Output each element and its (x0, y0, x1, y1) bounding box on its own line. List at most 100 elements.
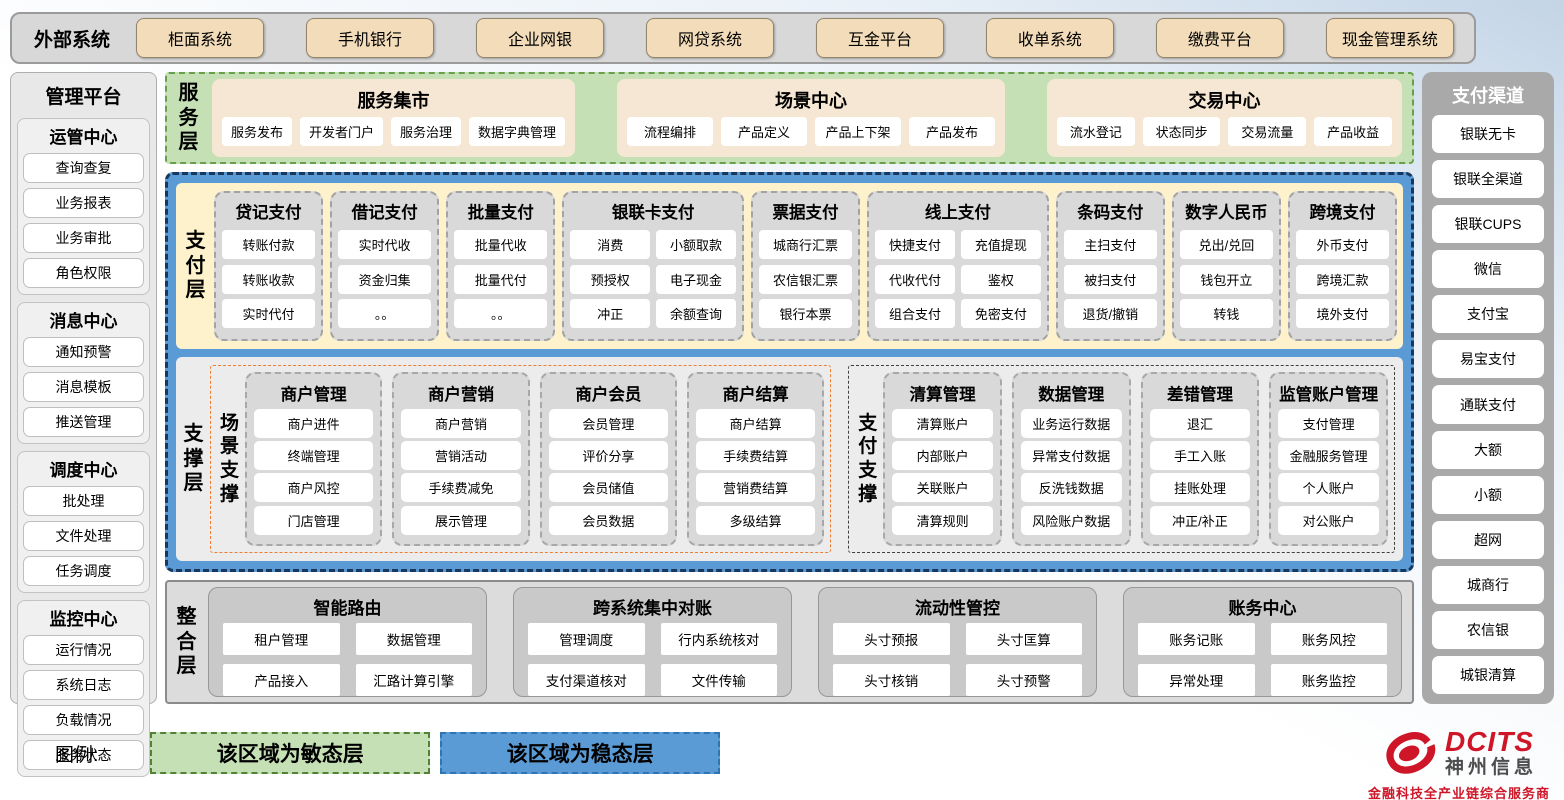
management-item-button[interactable]: 业务报表 (23, 188, 144, 218)
service-item-button[interactable]: 流水登记 (1056, 117, 1135, 147)
external-system-button[interactable]: 企业网银 (475, 18, 604, 58)
management-item-button[interactable]: 任务调度 (23, 556, 144, 586)
integration-item-button[interactable]: 账务记账 (1138, 623, 1255, 655)
payment-item-button[interactable]: 境外支付 (1295, 298, 1390, 328)
payment-item-button[interactable]: 跨境汇款 (1295, 264, 1390, 294)
integration-item-button[interactable]: 行内系统核对 (660, 623, 777, 655)
payment-item-button[interactable]: 消费 (570, 230, 651, 260)
payment-item-button[interactable]: 批量代收 (454, 230, 548, 260)
payment-channel-button[interactable]: 支付宝 (1432, 295, 1544, 334)
payment-item-button[interactable]: 。。 (338, 298, 432, 328)
support-item-button[interactable]: 商户进件 (254, 408, 374, 438)
service-item-button[interactable]: 数据字典管理 (469, 117, 566, 147)
payment-item-button[interactable]: 农信银汇票 (758, 264, 853, 294)
payment-item-button[interactable]: 快捷支付 (875, 230, 955, 260)
payment-item-button[interactable]: 转账收款 (222, 264, 316, 294)
management-item-button[interactable]: 服务状态 (23, 740, 144, 770)
support-item-button[interactable]: 挂账处理 (1149, 473, 1251, 503)
payment-item-button[interactable]: 转钱 (1179, 298, 1273, 328)
management-item-button[interactable]: 负载情况 (23, 705, 144, 735)
integration-item-button[interactable]: 头寸核销 (833, 664, 950, 696)
support-item-button[interactable]: 手工入账 (1149, 440, 1251, 470)
service-item-button[interactable]: 产品收益 (1314, 117, 1393, 147)
management-item-button[interactable]: 消息模板 (23, 372, 144, 402)
integration-item-button[interactable]: 异常处理 (1138, 664, 1255, 696)
payment-channel-button[interactable]: 小额 (1432, 475, 1544, 514)
support-item-button[interactable]: 营销费结算 (695, 473, 816, 503)
support-item-button[interactable]: 手续费减免 (401, 473, 521, 503)
management-item-button[interactable]: 系统日志 (23, 670, 144, 700)
payment-item-button[interactable]: 余额查询 (656, 298, 736, 328)
support-item-button[interactable]: 门店管理 (254, 505, 374, 535)
payment-item-button[interactable]: 退货/撤销 (1063, 298, 1157, 328)
support-item-button[interactable]: 商户营销 (401, 408, 521, 438)
service-item-button[interactable]: 产品发布 (908, 117, 995, 147)
payment-item-button[interactable]: 城商行汇票 (758, 230, 853, 260)
integration-item-button[interactable]: 文件传输 (660, 664, 777, 696)
payment-item-button[interactable]: 代收代付 (875, 264, 955, 294)
management-item-button[interactable]: 推送管理 (23, 407, 144, 437)
integration-item-button[interactable]: 支付渠道核对 (528, 664, 645, 696)
support-item-button[interactable]: 风险账户数据 (1020, 505, 1122, 535)
payment-channel-button[interactable]: 通联支付 (1432, 385, 1544, 424)
payment-item-button[interactable]: 实时代收 (338, 230, 432, 260)
payment-channel-button[interactable]: 银联无卡 (1432, 115, 1544, 154)
management-item-button[interactable]: 批处理 (23, 486, 144, 516)
support-item-button[interactable]: 关联账户 (892, 473, 993, 503)
payment-item-button[interactable]: 转账付款 (222, 230, 316, 260)
integration-item-button[interactable]: 账务监控 (1270, 664, 1387, 696)
support-item-button[interactable]: 金融服务管理 (1278, 440, 1379, 470)
payment-channel-button[interactable]: 易宝支付 (1432, 340, 1544, 379)
payment-channel-button[interactable]: 农信银 (1432, 610, 1544, 649)
external-system-button[interactable]: 收单系统 (985, 18, 1114, 58)
support-item-button[interactable]: 多级结算 (695, 505, 816, 535)
payment-item-button[interactable]: 兑出/兑回 (1179, 230, 1273, 260)
payment-channel-button[interactable]: 城商行 (1432, 565, 1544, 604)
management-item-button[interactable]: 文件处理 (23, 521, 144, 551)
support-item-button[interactable]: 会员数据 (548, 505, 668, 535)
support-item-button[interactable]: 评价分享 (548, 440, 668, 470)
support-item-button[interactable]: 终端管理 (254, 440, 374, 470)
payment-item-button[interactable]: 冲正 (570, 298, 651, 328)
integration-item-button[interactable]: 数据管理 (355, 623, 472, 655)
payment-item-button[interactable]: 组合支付 (875, 298, 955, 328)
support-item-button[interactable]: 异常支付数据 (1020, 440, 1122, 470)
external-system-button[interactable]: 手机银行 (306, 18, 434, 58)
support-item-button[interactable]: 会员管理 (548, 408, 668, 438)
support-item-button[interactable]: 退汇 (1149, 408, 1251, 438)
support-item-button[interactable]: 展示管理 (401, 505, 521, 535)
service-item-button[interactable]: 流程编排 (627, 117, 714, 147)
management-item-button[interactable]: 通知预警 (23, 337, 144, 367)
support-item-button[interactable]: 内部账户 (892, 440, 993, 470)
integration-item-button[interactable]: 租户管理 (223, 623, 340, 655)
payment-channel-button[interactable]: 微信 (1432, 250, 1544, 289)
payment-channel-button[interactable]: 大额 (1432, 430, 1544, 469)
payment-item-button[interactable]: 主扫支付 (1063, 230, 1157, 260)
payment-item-button[interactable]: 银行本票 (758, 298, 853, 328)
management-item-button[interactable]: 角色权限 (23, 258, 144, 288)
support-item-button[interactable]: 支付管理 (1278, 408, 1379, 438)
external-system-button[interactable]: 现金管理系统 (1325, 18, 1454, 58)
payment-item-button[interactable]: 实时代付 (222, 298, 316, 328)
support-item-button[interactable]: 营销活动 (401, 440, 521, 470)
integration-item-button[interactable]: 头寸预警 (965, 664, 1082, 696)
payment-item-button[interactable]: 小额取款 (656, 230, 736, 260)
payment-item-button[interactable]: 免密支付 (960, 298, 1041, 328)
service-item-button[interactable]: 服务治理 (391, 117, 462, 147)
integration-item-button[interactable]: 头寸预报 (833, 623, 950, 655)
support-item-button[interactable]: 清算账户 (892, 408, 993, 438)
external-system-button[interactable]: 柜面系统 (136, 18, 265, 58)
payment-item-button[interactable]: 。。 (454, 298, 548, 328)
support-item-button[interactable]: 商户风控 (254, 473, 374, 503)
payment-item-button[interactable]: 钱包开立 (1179, 264, 1273, 294)
support-item-button[interactable]: 反洗钱数据 (1020, 473, 1122, 503)
integration-item-button[interactable]: 汇路计算引擎 (355, 664, 472, 696)
management-item-button[interactable]: 业务审批 (23, 223, 144, 253)
payment-item-button[interactable]: 资金归集 (338, 264, 432, 294)
service-item-button[interactable]: 开发者门户 (300, 117, 384, 147)
service-item-button[interactable]: 产品上下架 (815, 117, 901, 147)
integration-item-button[interactable]: 管理调度 (528, 623, 645, 655)
support-item-button[interactable]: 清算规则 (892, 505, 993, 535)
support-item-button[interactable]: 冲正/补正 (1149, 505, 1251, 535)
service-item-button[interactable]: 产品定义 (721, 117, 807, 147)
